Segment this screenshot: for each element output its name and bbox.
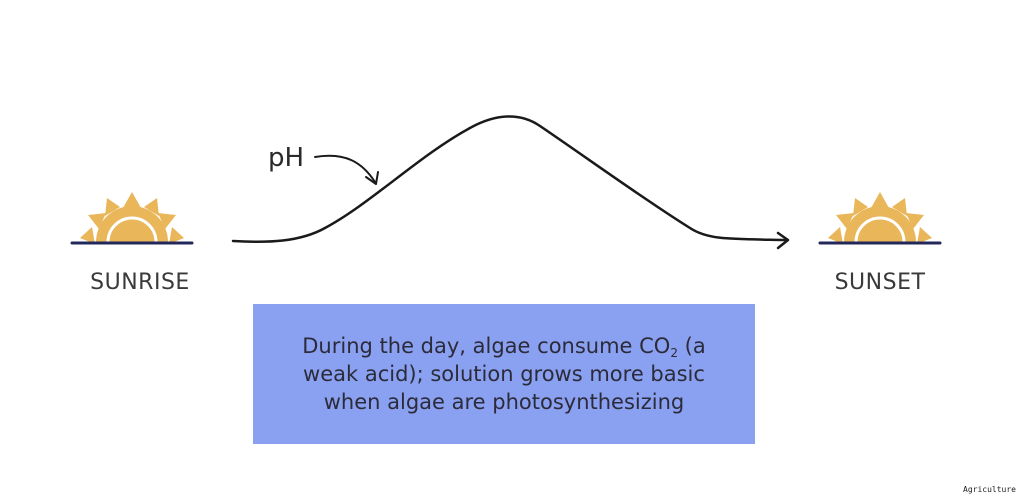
explanation-box: During the day, algae consume CO2 (a wea… bbox=[253, 304, 755, 444]
ph-pointer-arrow bbox=[314, 154, 376, 183]
sunrise-icon bbox=[70, 190, 194, 246]
explanation-text: During the day, algae consume CO2 (a wea… bbox=[302, 332, 705, 416]
sunrise-label: SUNRISE bbox=[90, 270, 190, 295]
curve-arrowhead bbox=[776, 231, 790, 250]
sunset-icon bbox=[818, 190, 942, 246]
explanation-line-2: weak acid); solution grows more basic bbox=[303, 362, 705, 386]
explanation-line-3: when algae are photosynthesizing bbox=[323, 390, 685, 414]
ph-pointer-arrowhead bbox=[365, 171, 379, 185]
sunset-label: SUNSET bbox=[835, 270, 926, 295]
ph-curve bbox=[231, 115, 788, 244]
footer-tag: Agriculture bbox=[963, 485, 1016, 494]
explanation-line-1: During the day, algae consume CO2 (a bbox=[302, 334, 706, 360]
ph-label: pH bbox=[268, 143, 304, 173]
